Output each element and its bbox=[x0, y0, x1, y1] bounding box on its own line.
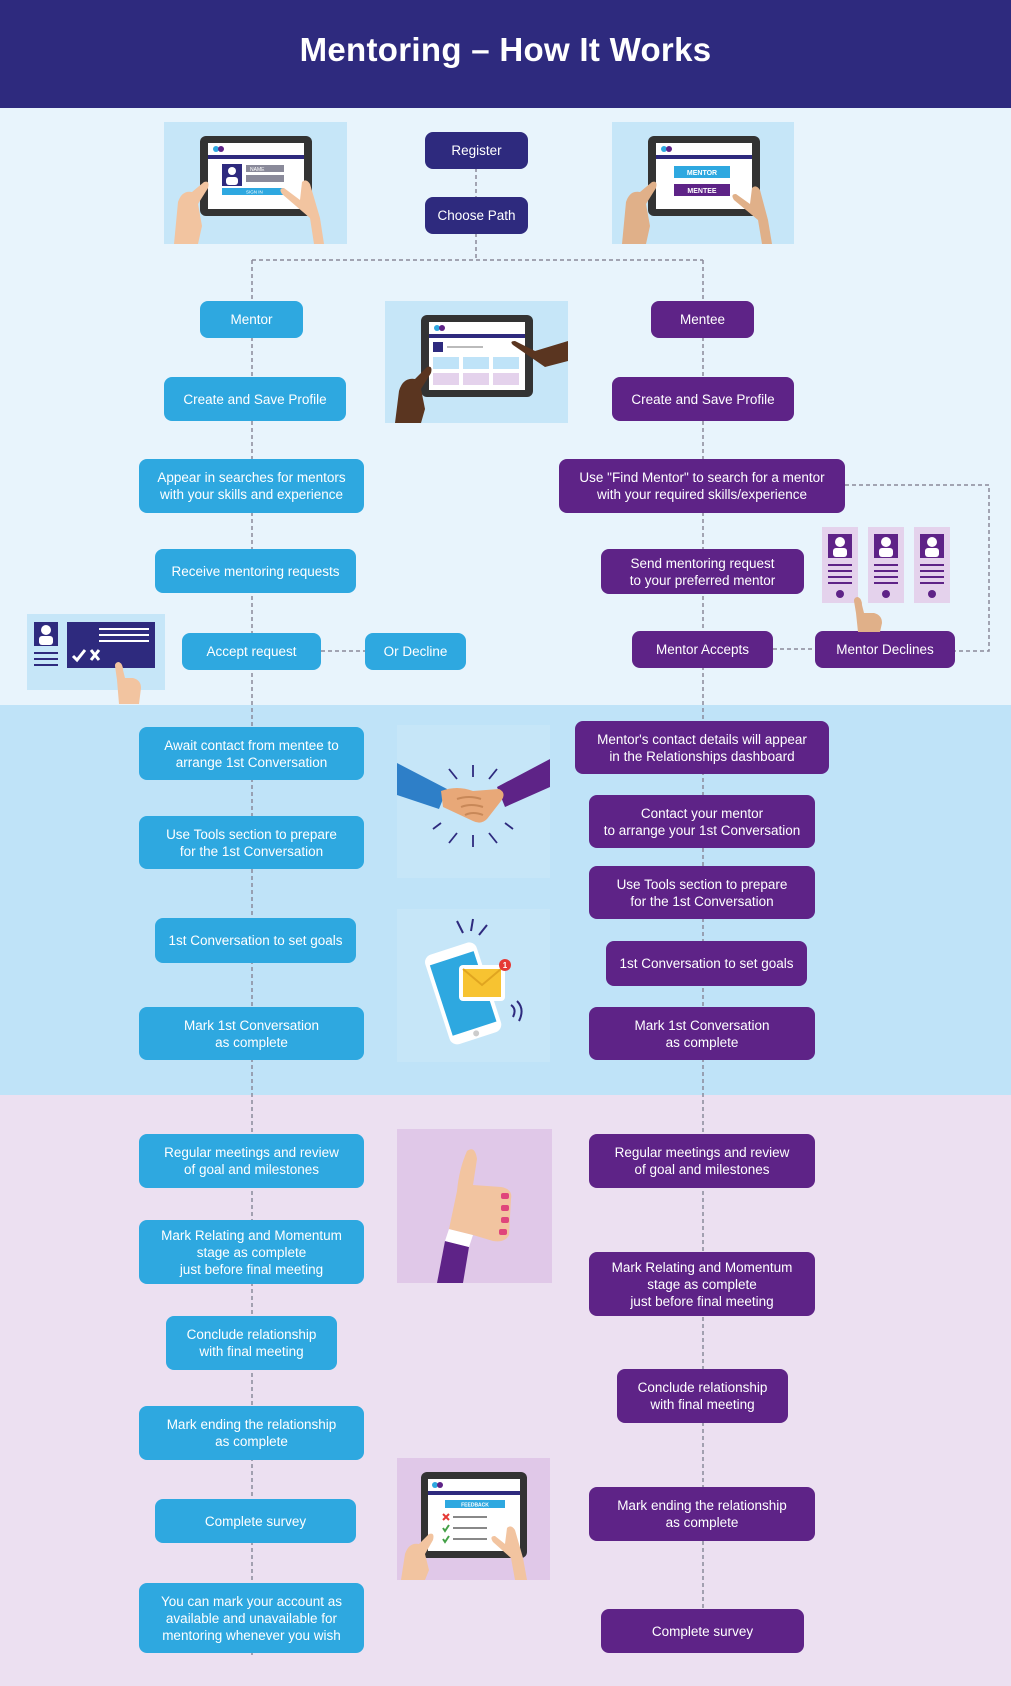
mentor-step-regular-meetings: Regular meetings and review of goal and … bbox=[139, 1134, 364, 1188]
svg-text:NAME: NAME bbox=[250, 167, 265, 173]
mentor-step-mark-ending: Mark ending the relationship as complete bbox=[139, 1406, 364, 1460]
mentee-step-send-request: Send mentoring request to your preferred… bbox=[601, 549, 804, 594]
mentor-step-accept-request: Accept request bbox=[182, 633, 321, 670]
tablet-choose-path-illustration: MENTOR MENTEE bbox=[612, 122, 794, 244]
mentor-step-create-profile: Create and Save Profile bbox=[164, 377, 346, 421]
mentor-step-await-contact: Await contact from mentee to arrange 1st… bbox=[139, 727, 364, 780]
choose-path-step: Choose Path bbox=[425, 197, 528, 234]
tablet-feedback-illustration: FEEDBACK bbox=[397, 1458, 550, 1580]
svg-text:MENTOR: MENTOR bbox=[687, 170, 717, 177]
mentor-step-decline: Or Decline bbox=[365, 633, 466, 670]
mentee-step-mark-ending: Mark ending the relationship as complete bbox=[589, 1487, 815, 1541]
mentor-step-mark-first-complete: Mark 1st Conversation as complete bbox=[139, 1007, 364, 1060]
svg-text:SIGN IN: SIGN IN bbox=[246, 190, 263, 195]
mentee-step-mentor-accepts: Mentor Accepts bbox=[632, 631, 773, 668]
mentee-step-contact-details: Mentor's contact details will appear in … bbox=[575, 721, 829, 774]
mentor-step-conclude: Conclude relationship with final meeting bbox=[166, 1316, 337, 1370]
svg-text:1: 1 bbox=[503, 961, 508, 970]
thumbs-up-illustration bbox=[397, 1129, 552, 1283]
page-title: Mentoring – How It Works bbox=[299, 31, 712, 68]
mentor-cards-illustration bbox=[822, 527, 952, 632]
tablet-profile-illustration bbox=[385, 301, 568, 423]
mentor-step-mark-availability: You can mark your account as available a… bbox=[139, 1583, 364, 1653]
mentee-header: Mentee bbox=[651, 301, 754, 338]
accept-decline-illustration bbox=[27, 614, 165, 704]
mentor-step-first-conversation: 1st Conversation to set goals bbox=[155, 918, 356, 963]
mentor-step-use-tools: Use Tools section to prepare for the 1st… bbox=[139, 816, 364, 869]
svg-text:FEEDBACK: FEEDBACK bbox=[461, 1503, 489, 1509]
mentee-step-use-tools: Use Tools section to prepare for the 1st… bbox=[589, 866, 815, 919]
phone-notification-illustration: 1 bbox=[397, 909, 550, 1062]
mentee-step-complete-survey: Complete survey bbox=[601, 1609, 804, 1653]
mentee-step-mark-first-complete: Mark 1st Conversation as complete bbox=[589, 1007, 815, 1060]
mentor-step-complete-survey: Complete survey bbox=[155, 1499, 356, 1543]
mentee-step-contact-mentor: Contact your mentor to arrange your 1st … bbox=[589, 795, 815, 848]
svg-text:MENTEE: MENTEE bbox=[687, 188, 717, 195]
mentor-step-mark-relating: Mark Relating and Momentum stage as comp… bbox=[139, 1220, 364, 1284]
mentee-step-mentor-declines: Mentor Declines bbox=[815, 631, 955, 668]
mentor-step-receive-requests: Receive mentoring requests bbox=[155, 549, 356, 593]
register-step: Register bbox=[425, 132, 528, 169]
mentee-step-find-mentor: Use "Find Mentor" to search for a mentor… bbox=[559, 459, 845, 513]
header-bar bbox=[0, 0, 1011, 108]
mentor-step-appear-in-searches: Appear in searches for mentors with your… bbox=[139, 459, 364, 513]
mentee-step-first-conversation: 1st Conversation to set goals bbox=[606, 941, 807, 986]
tablet-signin-illustration: NAME SIGN IN bbox=[164, 122, 347, 244]
mentee-step-conclude: Conclude relationship with final meeting bbox=[617, 1369, 788, 1423]
mentee-step-create-profile: Create and Save Profile bbox=[612, 377, 794, 421]
mentor-header: Mentor bbox=[200, 301, 303, 338]
handshake-illustration bbox=[397, 725, 550, 878]
mentee-step-mark-relating: Mark Relating and Momentum stage as comp… bbox=[589, 1252, 815, 1316]
mentee-step-regular-meetings: Regular meetings and review of goal and … bbox=[589, 1134, 815, 1188]
